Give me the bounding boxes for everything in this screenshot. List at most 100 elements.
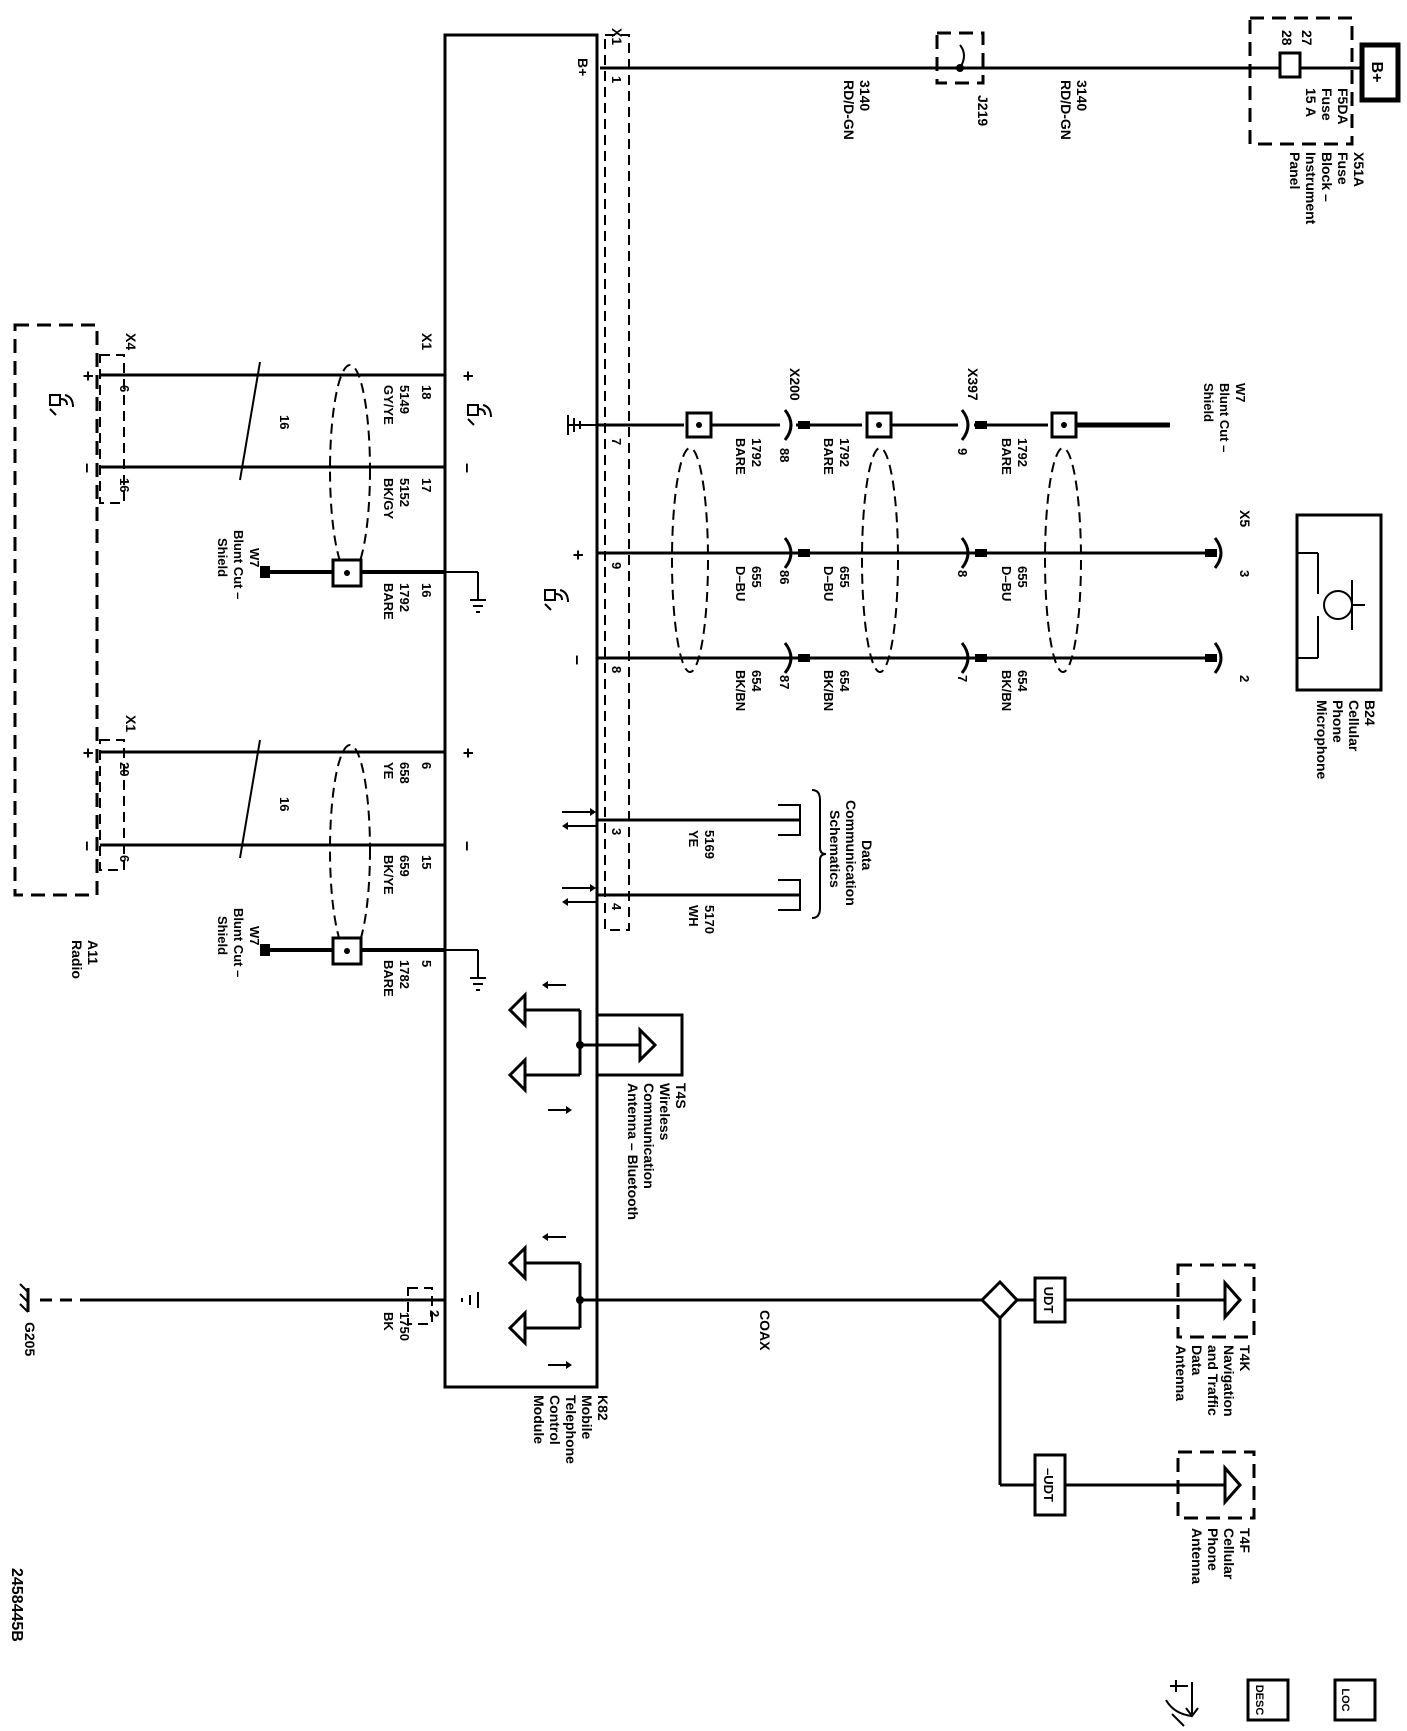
svg-text:3140: 3140 [1074,80,1090,111]
svg-text:F5DA: F5DA [1335,88,1351,125]
svg-text:–: – [78,463,98,473]
svg-text:86: 86 [777,570,792,584]
svg-text:17: 17 [419,478,434,492]
svg-text:D–BU: D–BU [999,566,1014,601]
svg-text:Module: Module [531,1395,547,1444]
svg-text:–: – [458,463,478,473]
svg-text:B+: B+ [1368,62,1385,83]
svg-text:Schematics: Schematics [827,810,843,888]
svg-text:+: + [78,371,98,382]
wrench-icon[interactable] [1165,1680,1199,1727]
svg-text:UDT: UDT [1041,1287,1056,1314]
svg-text:RD/D-GN: RD/D-GN [1058,80,1074,140]
nav-antenna-t4k: T4K Navigation and Traffic Data Antenna [1173,1263,1256,1417]
svg-text:18: 18 [419,385,434,399]
svg-text:BK/YE: BK/YE [381,855,396,895]
battery-terminal: B+ [1359,42,1401,103]
svg-text:–: – [78,841,98,851]
figure-id: 2458445B [8,1568,25,1642]
microphone-b24-label: B24 Cellular Phone Microphone [1314,700,1378,780]
radio-twist-marks: 16 16 [239,361,292,859]
svg-text:Shield: Shield [1201,383,1216,422]
svg-text:8: 8 [609,666,624,673]
power-wire-label-right: 3140 RD/D-GN [1058,80,1090,140]
svg-text:X200: X200 [787,368,803,401]
svg-text:16: 16 [277,797,292,811]
svg-text:7: 7 [955,675,970,682]
svg-text:BARE: BARE [999,438,1014,475]
radio-pins: 6 16 20 6 + – + – [78,371,132,862]
data-comm-wires [597,789,827,919]
svg-text:3140: 3140 [857,80,873,111]
svg-text:Blunt Cut –: Blunt Cut – [231,530,246,599]
svg-text:and Traffic: and Traffic [1205,1345,1221,1416]
svg-text:YE: YE [381,762,396,780]
mic-wires [597,422,1210,660]
svg-text:654: 654 [749,670,764,692]
ground-g205: G205 [19,1283,38,1356]
mic-wire-labels-b: 1792 BARE 655 D–BU 654 BK/BN [821,438,852,711]
loc-icon[interactable]: LOC [1333,1678,1377,1722]
mic-module-pins: 7 9 8 + – [568,438,624,673]
svg-text:BK/BN: BK/BN [733,670,748,711]
svg-text:GY/YE: GY/YE [381,385,396,425]
svg-text:16: 16 [419,583,434,597]
svg-text:W7: W7 [247,548,262,568]
svg-text:Data: Data [859,840,875,871]
svg-text:1792: 1792 [837,438,852,467]
svg-text:Wireless: Wireless [657,1083,673,1141]
svg-text:Panel: Panel [1287,152,1303,189]
svg-text:Navigation: Navigation [1221,1345,1237,1417]
svg-text:T4K: T4K [1237,1345,1253,1371]
module-mic-speaker-icon [544,589,569,611]
data-comm-pins: 3 4 [609,828,624,911]
svg-text:20: 20 [117,762,132,776]
svg-text:659: 659 [397,855,412,877]
svg-text:655: 655 [1015,566,1030,588]
svg-text:7: 7 [609,438,624,445]
svg-text:1792: 1792 [749,438,764,467]
svg-text:BK/GY: BK/GY [381,478,396,520]
svg-text:27: 27 [1299,30,1315,46]
fuse-block: 27 28 F5DA Fuse 15 A [1248,16,1354,146]
mic-shield-ellipses [671,447,1082,673]
module-ground-symbol [461,1292,479,1308]
svg-text:Antenna: Antenna [1173,1345,1189,1401]
svg-text:BK: BK [381,1312,396,1331]
shield-label-radio-2: W7 Blunt Cut – Shield [215,908,262,977]
svg-text:BK/BN: BK/BN [999,670,1014,711]
svg-text:88: 88 [777,448,792,462]
svg-text:DESC: DESC [1253,1685,1265,1716]
svg-text:655: 655 [837,566,852,588]
svg-text:1792: 1792 [1015,438,1030,467]
nav-antenna-internal [507,1233,584,1369]
udt-box-2: –UDT [1033,1453,1067,1517]
svg-text:K82: K82 [595,1395,611,1421]
shield-label-radio-1: W7 Blunt Cut – Shield [215,530,262,599]
svg-text:X1: X1 [419,333,435,350]
svg-text:Antenna: Antenna [1189,1528,1205,1584]
mic-module-ground [567,415,597,435]
svg-text:5: 5 [419,960,434,967]
svg-text:Shield: Shield [215,916,230,955]
svg-text:LOC: LOC [1339,1688,1351,1711]
svg-text:2458445B: 2458445B [8,1568,25,1642]
svg-text:Communication: Communication [641,1083,657,1189]
svg-text:28: 28 [1279,30,1295,46]
radio-module-pins: 18 17 16 6 15 5 [419,385,434,967]
svg-text:D–BU: D–BU [733,566,748,601]
svg-text:1750: 1750 [397,1312,412,1341]
radio-shield-ellipses [329,364,371,966]
splice-j219: J219 [935,31,991,126]
svg-text:BARE: BARE [381,960,396,997]
svg-text:Instrument: Instrument [1303,152,1319,225]
coax-diamond [979,1279,1020,1321]
desc-icon[interactable]: DESC [1246,1678,1290,1722]
svg-text:1: 1 [609,76,624,83]
connector-x200: X200 88 86 87 [777,368,810,689]
svg-text:–: – [458,841,478,851]
svg-text:Communication: Communication [843,800,859,906]
svg-text:X1: X1 [123,715,139,732]
data-comm-arrows [562,808,596,906]
svg-text:J219: J219 [975,95,991,126]
